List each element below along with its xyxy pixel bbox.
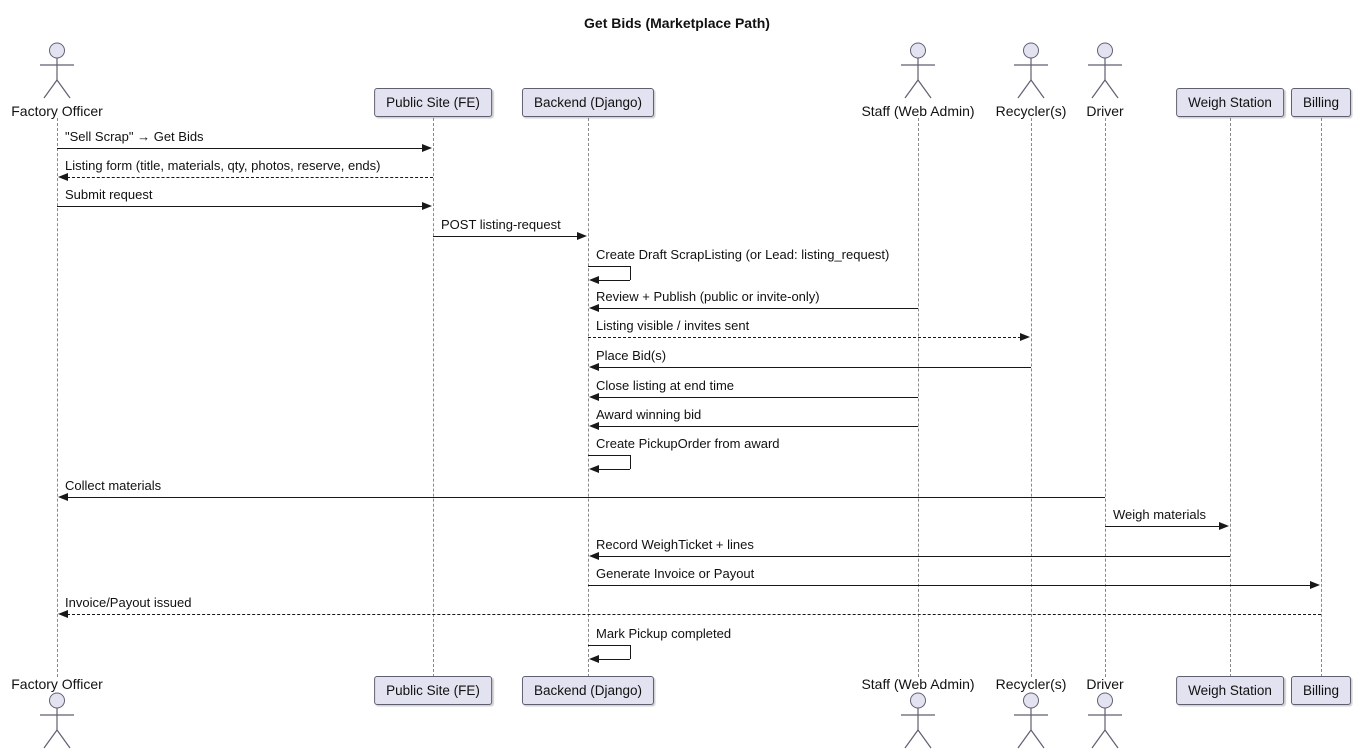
message-1-line (57, 148, 423, 149)
message-17-line-right (630, 645, 631, 659)
lifeline-factory_officer (57, 118, 58, 677)
participant-box-top-billing: Billing (1290, 88, 1352, 117)
stick-figure-icon (1014, 42, 1048, 99)
lifeline-billing (1321, 118, 1322, 677)
message-14-arrowhead-icon (589, 552, 599, 560)
message-10-label: Award winning bid (596, 407, 702, 422)
message-9-arrowhead-icon (589, 393, 599, 401)
diagram-title: Get Bids (Marketplace Path) (584, 15, 770, 31)
message-2-label: Listing form (title, materials, qty, pho… (65, 158, 381, 173)
message-6-label: Review + Publish (public or invite-only) (596, 289, 820, 304)
message-17-label: Mark Pickup completed (596, 626, 732, 641)
message-13-label: Weigh materials (1113, 507, 1206, 522)
message-7-line (588, 337, 1021, 338)
participant-label-bottom-driver: Driver (1086, 676, 1124, 692)
message-5-label: Create Draft ScrapListing (or Lead: list… (596, 247, 890, 262)
participant-label-bottom-recycler: Recycler(s) (995, 676, 1067, 692)
message-2-arrowhead-icon (58, 173, 68, 181)
message-6-arrowhead-icon (589, 304, 599, 312)
message-4-arrowhead-icon (577, 232, 587, 240)
participant-box-top-public_site: Public Site (FE) (374, 88, 492, 117)
participant-box-top-weigh_station: Weigh Station (1176, 88, 1284, 117)
stick-figure-icon (40, 42, 74, 99)
message-15-label: Generate Invoice or Payout (596, 566, 755, 581)
message-15-line (588, 585, 1311, 586)
stick-figure-icon (40, 692, 74, 749)
participant-box-top-backend: Backend (Django) (521, 88, 655, 117)
participant-box-bottom-weigh_station: Weigh Station (1176, 676, 1284, 705)
message-14-line (598, 556, 1230, 557)
message-1-label: "Sell Scrap" → Get Bids (65, 129, 204, 144)
actor-figure-top-recycler (1011, 42, 1051, 100)
lifeline-public_site (433, 118, 434, 677)
actor-figure-top-driver (1085, 42, 1125, 100)
participant-box-bottom-backend: Backend (Django) (521, 676, 655, 705)
message-15-arrowhead-icon (1310, 581, 1320, 589)
participant-label-bottom-factory_officer: Factory Officer (11, 676, 103, 692)
message-12-arrowhead-icon (58, 493, 68, 501)
message-17-arrowhead-icon (589, 655, 599, 663)
message-3-line (57, 206, 423, 207)
message-11-line-right (630, 455, 631, 469)
message-7-label: Listing visible / invites sent (596, 318, 750, 333)
message-13-line (1105, 526, 1220, 527)
participant-label-top-driver: Driver (1086, 103, 1124, 119)
message-8-line (598, 367, 1031, 368)
message-5-arrowhead-icon (589, 276, 599, 284)
message-2-line (67, 177, 433, 178)
stick-figure-icon (901, 42, 935, 99)
stick-figure-icon (1088, 42, 1122, 99)
message-4-line (433, 236, 578, 237)
message-10-line (598, 426, 918, 427)
message-1-arrowhead-icon (422, 144, 432, 152)
message-8-label: Place Bid(s) (596, 348, 667, 363)
message-16-label: Invoice/Payout issued (65, 595, 192, 610)
message-4-label: POST listing-request (441, 217, 561, 232)
message-16-line (67, 614, 1321, 615)
message-11-line-top (588, 455, 630, 456)
stick-figure-icon (901, 692, 935, 749)
message-9-line (598, 397, 918, 398)
participant-label-top-staff: Staff (Web Admin) (861, 103, 975, 119)
lifeline-driver (1105, 118, 1106, 677)
message-12-line (67, 497, 1105, 498)
participant-label-top-factory_officer: Factory Officer (11, 103, 103, 119)
actor-figure-bottom-staff (898, 692, 938, 750)
message-9-label: Close listing at end time (596, 378, 735, 393)
message-10-arrowhead-icon (589, 422, 599, 430)
message-7-arrowhead-icon (1020, 333, 1030, 341)
message-16-arrowhead-icon (58, 610, 68, 618)
message-13-arrowhead-icon (1219, 522, 1229, 530)
actor-figure-bottom-driver (1085, 692, 1125, 750)
message-14-label: Record WeighTicket + lines (596, 537, 754, 552)
message-6-line (598, 308, 918, 309)
message-12-label: Collect materials (65, 478, 162, 493)
actor-figure-bottom-recycler (1011, 692, 1051, 750)
stick-figure-icon (1014, 692, 1048, 749)
lifeline-recycler (1031, 118, 1032, 677)
lifeline-weigh_station (1230, 118, 1231, 677)
message-17-line-top (588, 645, 630, 646)
actor-figure-top-factory_officer (37, 42, 77, 100)
participant-label-bottom-staff: Staff (Web Admin) (861, 676, 975, 692)
participant-label-top-recycler: Recycler(s) (995, 103, 1067, 119)
message-3-arrowhead-icon (422, 202, 432, 210)
message-11-arrowhead-icon (589, 465, 599, 473)
actor-figure-bottom-factory_officer (37, 692, 77, 750)
stick-figure-icon (1088, 692, 1122, 749)
participant-box-bottom-billing: Billing (1290, 676, 1352, 705)
message-3-label: Submit request (65, 187, 153, 202)
actor-figure-top-staff (898, 42, 938, 100)
message-11-line-bottom (598, 469, 630, 470)
message-5-line-top (588, 266, 630, 267)
message-8-arrowhead-icon (589, 363, 599, 371)
message-5-line-right (630, 266, 631, 280)
message-11-label: Create PickupOrder from award (596, 436, 780, 451)
message-5-line-bottom (598, 280, 630, 281)
participant-box-bottom-public_site: Public Site (FE) (374, 676, 492, 705)
lifeline-backend (588, 118, 589, 677)
lifeline-staff (918, 118, 919, 677)
message-17-line-bottom (598, 659, 630, 660)
